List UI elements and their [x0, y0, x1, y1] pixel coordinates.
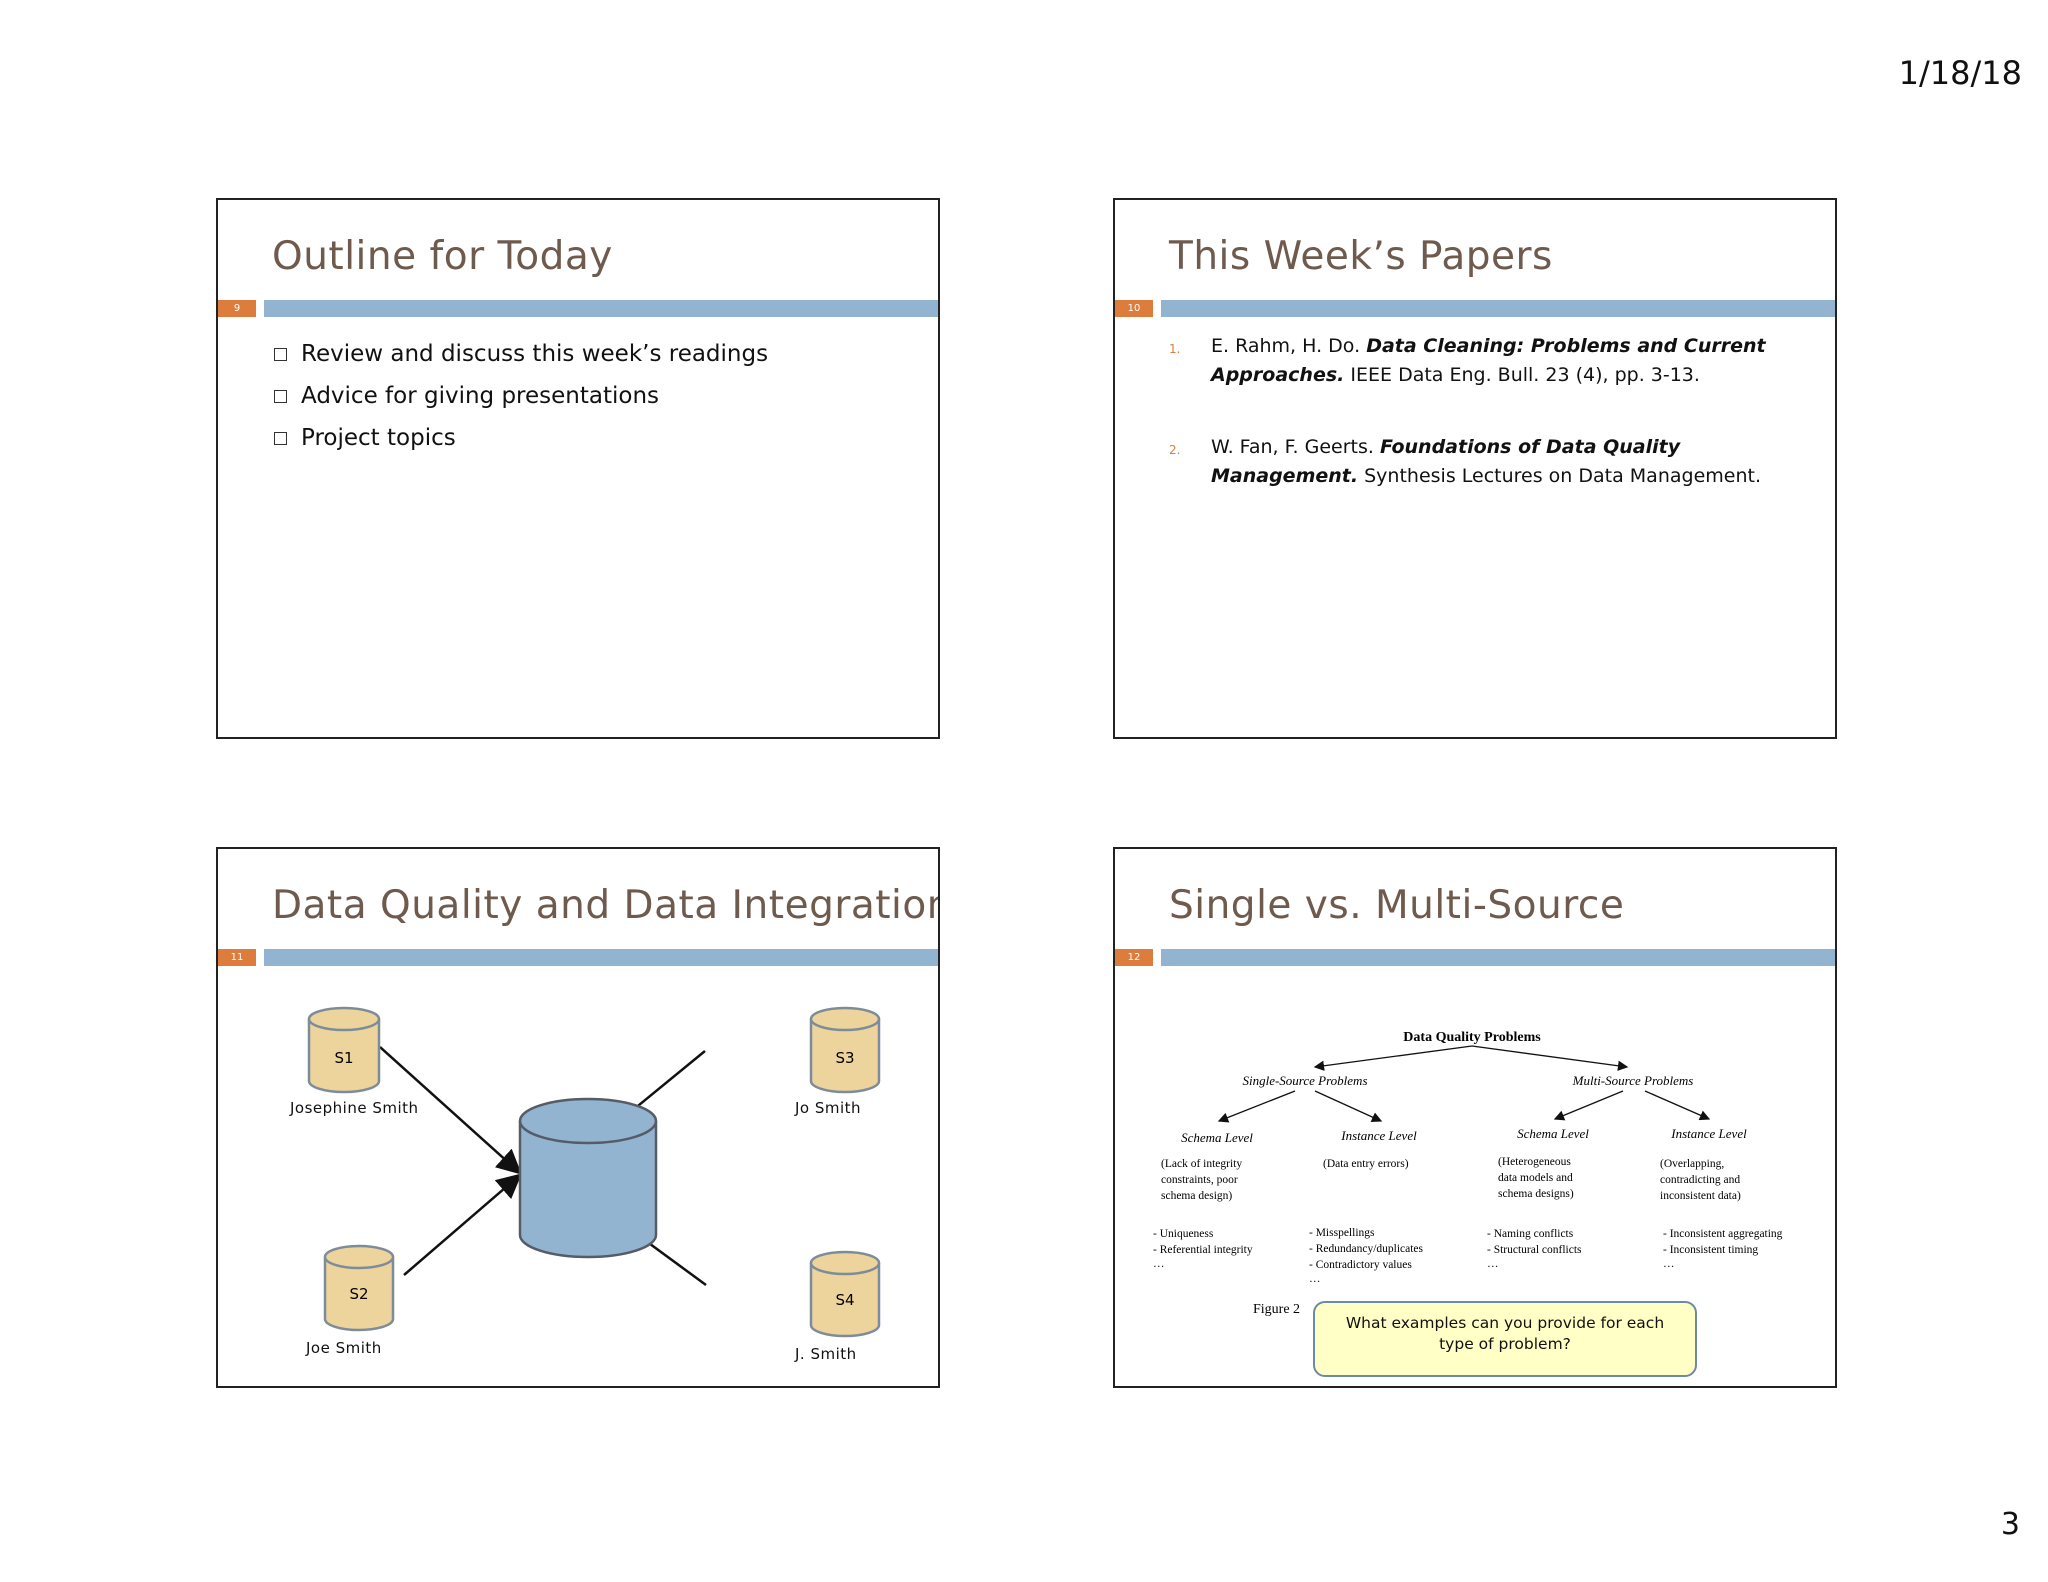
slide-number: 12 — [1115, 949, 1153, 966]
figure-node: Schema Level — [1517, 1126, 1589, 1141]
checkbox-bullet-icon — [274, 347, 287, 361]
figure-node: Instance Level — [1340, 1128, 1417, 1143]
bullet-text: Project topics — [301, 425, 456, 451]
slide-title: Single vs. Multi-Source — [1169, 883, 1625, 928]
source-database-icon: S1 — [307, 1006, 381, 1094]
slide-title: Outline for Today — [272, 234, 613, 279]
figure-node: Instance Level — [1670, 1126, 1747, 1141]
title-bar — [1161, 949, 1835, 966]
page-date: 1/18/18 — [1898, 54, 2022, 92]
source-name: J. Smith — [795, 1345, 857, 1363]
figure-item: - Uniqueness — [1153, 1228, 1214, 1240]
figure-caption: Figure 2 — [1253, 1302, 1300, 1317]
reference-title: Foundations of Data Quality Management. — [1211, 436, 1681, 487]
slide-title: This Week’s Papers — [1169, 234, 1553, 279]
source-id: S4 — [835, 1291, 854, 1309]
title-bar — [264, 949, 938, 966]
source-database-icon: S3 — [809, 1006, 881, 1094]
figure-desc: contradicting and — [1660, 1174, 1740, 1186]
figure-item: - Referential integrity — [1153, 1244, 1253, 1256]
title-bar — [264, 300, 938, 317]
list-item: Review and discuss this week’s readings — [274, 333, 768, 375]
integration-diagram: S1 S2 S3 S4 — [307, 1006, 881, 1338]
figure-arrow — [1314, 1090, 1383, 1122]
list-item: Project topics — [274, 417, 768, 459]
arrow-s1 — [379, 1046, 522, 1175]
slide-outline: Outline for Today 9 Review and discuss t… — [216, 198, 940, 739]
reference-venue: Synthesis Lectures on Data Management. — [1364, 465, 1761, 487]
problem-taxonomy-figure: Data Quality Problems Single-Source Prob… — [1153, 1030, 1783, 1317]
figure-item: - Inconsistent aggregating — [1663, 1228, 1783, 1240]
figure-node: Single-Source Problems — [1242, 1073, 1367, 1088]
source-name: Josephine Smith — [290, 1099, 419, 1117]
list-item: Advice for giving presentations — [274, 375, 768, 417]
figure-desc: (Lack of integrity — [1161, 1158, 1242, 1170]
source-database-icon: S4 — [809, 1250, 881, 1338]
slide-integration: Data Quality and Data Integration 11 S1 — [216, 847, 940, 1388]
slide-number: 11 — [218, 949, 256, 966]
reference-number: 2. — [1169, 443, 1181, 457]
figure-item: - Structural conflicts — [1487, 1244, 1582, 1256]
target-database-icon — [518, 1097, 658, 1259]
source-database-icon: S2 — [323, 1244, 395, 1332]
slide-papers: This Week’s Papers 10 1. E. Rahm, H. Do.… — [1113, 198, 1837, 739]
reference-number: 1. — [1169, 342, 1181, 356]
bullet-text: Advice for giving presentations — [301, 383, 660, 409]
figure-arrow — [1553, 1090, 1624, 1121]
page-number: 3 — [2000, 1507, 2020, 1542]
figure-item: … — [1487, 1258, 1499, 1270]
figure-item: - Naming conflicts — [1487, 1228, 1574, 1240]
slide-title: Data Quality and Data Integration — [272, 883, 940, 928]
figure-node: Schema Level — [1181, 1130, 1253, 1145]
figure-desc: (Overlapping, — [1660, 1158, 1724, 1170]
source-id: S1 — [334, 1049, 353, 1067]
reference-title: Data Cleaning: Problems and Current Appr… — [1211, 335, 1766, 386]
figure-item: - Inconsistent timing — [1663, 1244, 1758, 1256]
source-name: Jo Smith — [795, 1099, 862, 1117]
figure-desc: schema designs) — [1498, 1188, 1574, 1200]
figure-item: - Redundancy/duplicates — [1309, 1243, 1424, 1255]
figure-desc: schema design) — [1161, 1190, 1232, 1202]
source-name: Joe Smith — [306, 1339, 382, 1357]
source-id: S3 — [835, 1049, 854, 1067]
bullet-text: Review and discuss this week’s readings — [301, 341, 769, 367]
title-bar — [1161, 300, 1835, 317]
slide-single-multi: Single vs. Multi-Source 12 Data Quality … — [1113, 847, 1837, 1388]
figure-node: Multi-Source Problems — [1572, 1073, 1694, 1088]
figure-arrow — [1313, 1045, 1473, 1071]
reference-authors: E. Rahm, H. Do. — [1211, 335, 1361, 357]
figure-item: … — [1153, 1258, 1165, 1270]
checkbox-bullet-icon — [274, 431, 287, 445]
figure-arrow — [1217, 1090, 1296, 1123]
figure-desc: (Data entry errors) — [1323, 1158, 1409, 1170]
reference-venue: IEEE Data Eng. Bull. 23 (4), pp. 3-13. — [1350, 364, 1700, 386]
figure-desc: (Heterogeneous — [1498, 1156, 1571, 1168]
slide-number: 10 — [1115, 300, 1153, 317]
figure-desc: constraints, poor — [1161, 1174, 1238, 1186]
figure-desc: inconsistent data) — [1660, 1190, 1741, 1202]
source-id: S2 — [349, 1285, 368, 1303]
figure-arrow — [1644, 1090, 1711, 1121]
reference-item: 2. W. Fan, F. Geerts. Foundations of Dat… — [1169, 433, 1805, 491]
reference-item: 1. E. Rahm, H. Do. Data Cleaning: Proble… — [1169, 332, 1805, 390]
figure-desc: data models and — [1498, 1172, 1573, 1184]
figure-root: Data Quality Problems — [1403, 1030, 1541, 1045]
reference-list: 1. E. Rahm, H. Do. Data Cleaning: Proble… — [1169, 332, 1805, 491]
figure-item: … — [1309, 1273, 1321, 1285]
figure-arrow — [1471, 1045, 1629, 1071]
reference-authors: W. Fan, F. Geerts. — [1211, 436, 1374, 458]
bullet-list: Review and discuss this week’s readings … — [274, 333, 768, 459]
figure-item: - Contradictory values — [1309, 1259, 1412, 1271]
slide-number: 9 — [218, 300, 256, 317]
figure-item: - Misspellings — [1309, 1227, 1375, 1239]
question-callout: What examples can you provide for each t… — [1313, 1301, 1697, 1377]
checkbox-bullet-icon — [274, 389, 287, 403]
figure-item: … — [1663, 1258, 1675, 1270]
arrow-s2 — [403, 1173, 522, 1276]
